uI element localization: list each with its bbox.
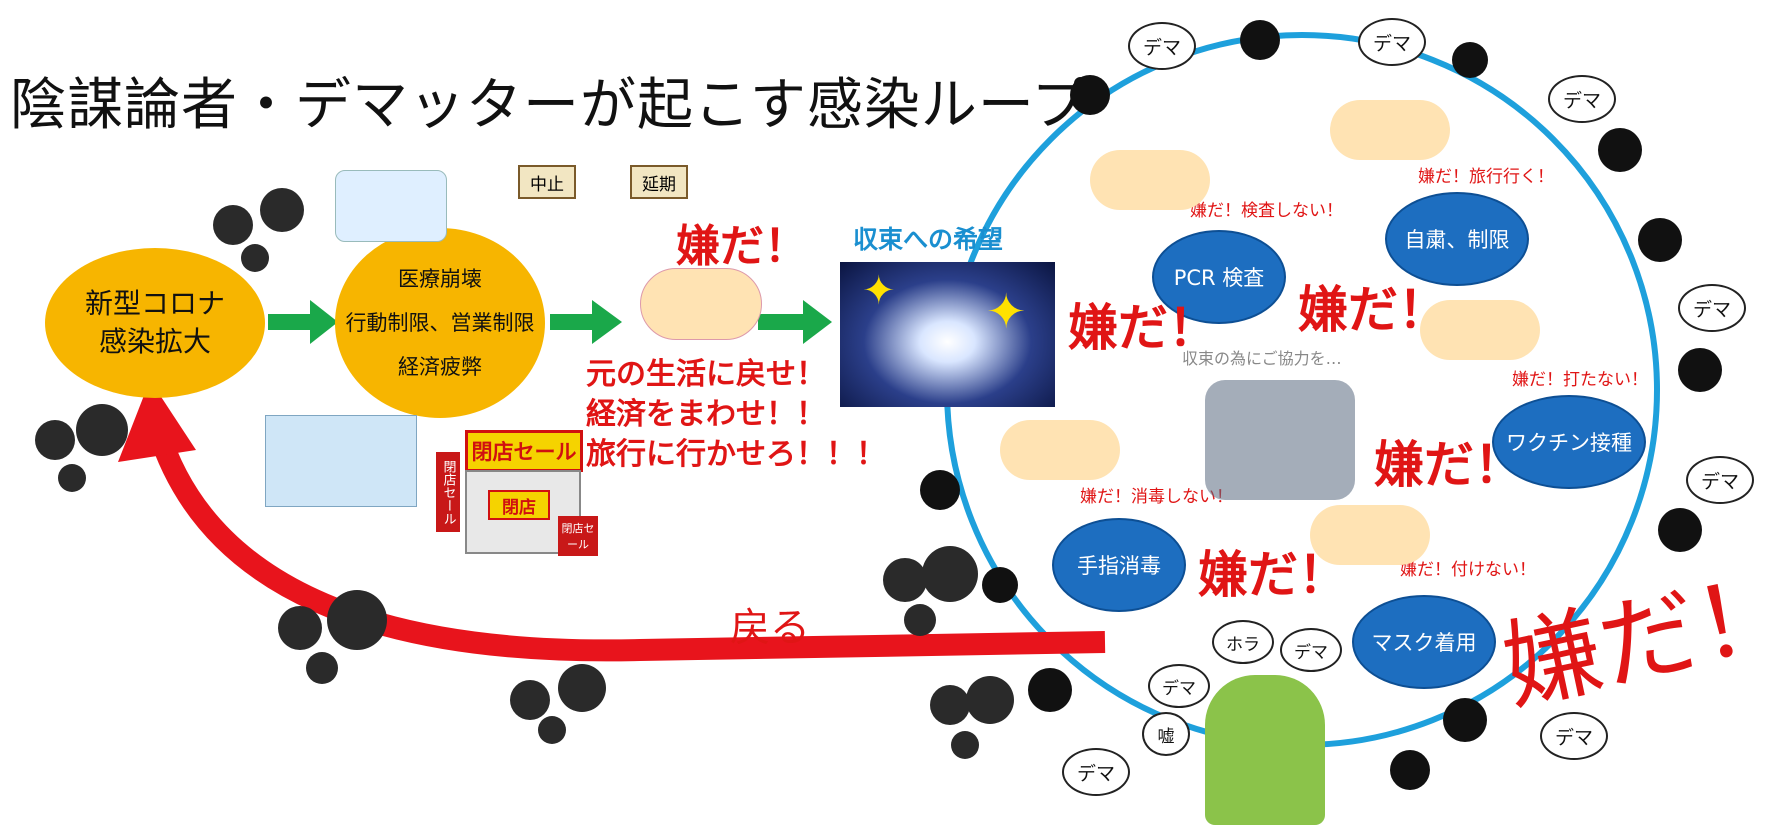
node-infection-spread: 新型コロナ 感染拡大 [45,248,265,398]
refusal-exclaim-1: 嫌だ！ [676,221,808,272]
shrugging-man-illustration [1205,675,1325,825]
shadow-figures [920,20,1722,790]
tantrum-person-illustration [640,268,762,340]
green-arrow-1-shaft [268,314,313,330]
measure-pcr: PCR 検査 [1152,230,1286,324]
cooperation-request: 収束の為にご協力を… [1182,349,1342,368]
shop-closed-sign: 閉店 [488,490,550,520]
refusal-disinfect: 嫌だ！消毒しない！ [1080,487,1233,507]
green-arrow-2-head [592,300,622,344]
sign-stop-text: 中止 [530,174,564,195]
sign-postpone: 延期 [630,165,688,199]
node-medical-collapse: 医療崩壊 行動制限、営業制限 経済疲弊 [335,228,545,418]
slogan-1: 元の生活に戻せ！ [586,357,826,392]
bubble-dema-4: デマ [1678,284,1746,332]
bubble-dema-5: デマ [1686,456,1754,504]
bubble-dema-7: デマ [1062,748,1130,796]
bubble-dema-9-text: デマ [1294,642,1328,663]
shop-side-sign: 閉店セール [558,516,598,556]
return-arrow-shaft [147,426,1106,662]
refusal-vaccine: 嫌だ！打たない！ [1512,370,1648,390]
bubble-dema-1-text: デマ [1142,36,1181,59]
bubble-dema-6-text: デマ [1554,726,1593,749]
measure-selfrestraint-text: 自粛、制限 [1404,228,1510,252]
return-label: 戻る [730,605,810,651]
tantrum-figure-4 [1000,420,1120,480]
refusal-travel: 嫌だ！旅行行く！ [1418,167,1554,187]
measure-vaccine: ワクチン接種 [1492,395,1646,489]
bubble-dema-8-text: デマ [1162,678,1196,699]
refusal-pcr: 嫌だ！検査しない！ [1190,201,1343,221]
tantrum-figure-5 [1310,505,1430,565]
spread-line-2: 感染拡大 [98,325,211,358]
measure-mask: マスク着用 [1352,595,1496,689]
tantrum-figure-3 [1420,300,1540,360]
slogan-2: 経済をまわせ！！ [586,397,826,432]
bubble-dema-2: デマ [1358,18,1426,66]
measure-hands-text: 手指消毒 [1077,554,1161,578]
sign-stop: 中止 [518,165,576,199]
bubble-dema-3: デマ [1548,75,1616,123]
refusal-exclaim-4: 嫌だ！ [1374,436,1524,494]
shop-side-text: 閉店セール [561,522,595,551]
shop-sale-banner: 閉店セール [465,430,583,472]
return-arrowhead [118,380,196,462]
tantrum-figure-1 [1090,150,1210,210]
shop-vertical-text: 閉店セール [440,459,456,525]
bubble-dema-4-text: デマ [1692,298,1731,321]
hope-label: 収束への希望 [853,225,1004,254]
measure-pcr-text: PCR 検査 [1173,266,1265,290]
shop-closed-text: 閉店 [502,497,536,518]
measure-mask-text: マスク着用 [1371,631,1477,655]
collapse-line-3: 経済疲弊 [398,355,482,379]
collapse-line-1: 医療崩壊 [398,267,482,291]
hospital-patient-illustration [335,170,447,242]
bubble-dema-6: デマ [1540,712,1608,760]
bubble-dema-1: デマ [1128,22,1196,70]
measure-vaccine-text: ワクチン接種 [1506,431,1632,455]
diagram-title: 陰謀論者・デマッターが起こす感染ループ [10,73,1089,138]
green-arrow-2-shaft [550,314,595,330]
refusal-exclaim-2: 嫌だ！ [1068,299,1218,357]
sparkle-icon-left: ✦ [862,268,896,314]
bubble-hora: ホラ [1212,620,1274,664]
sign-postpone-text: 延期 [642,174,676,195]
collapse-line-2: 行動制限、営業制限 [345,311,535,335]
green-arrow-1-head [310,300,338,344]
hope-door-image: ✦ ✦ [840,262,1055,407]
green-arrow-3-head [803,300,832,344]
spread-line-1: 新型コロナ [84,287,225,320]
bowing-officials-illustration [1205,380,1355,500]
bubble-dema-8: デマ [1148,664,1210,708]
bubble-uso-text: 嘘 [1157,726,1175,747]
bubble-dema-7-text: デマ [1076,762,1115,785]
bubble-hora-text: ホラ [1226,634,1260,655]
bubble-uso: 嘘 [1142,712,1190,756]
green-arrow-3-shaft [758,314,806,330]
bubble-dema-2-text: デマ [1372,32,1411,55]
measure-selfrestraint: 自粛、制限 [1385,192,1529,286]
virus-icons [35,188,1014,759]
bubble-dema-3-text: デマ [1562,89,1601,112]
sparkle-icon-right: ✦ [986,284,1027,340]
measure-hands: 手指消毒 [1052,518,1186,612]
tantrum-figure-2 [1330,100,1450,160]
shop-sale-text: 閉店セール [471,440,577,464]
refusal-mask: 嫌だ！付けない！ [1400,560,1536,580]
hospital-building-illustration [265,415,417,507]
bubble-dema-5-text: デマ [1700,470,1739,493]
shop-vertical-banner: 閉店セール [436,452,460,532]
slogans: 元の生活に戻せ！ 経済をまわせ！！ 旅行に行かせろ！！！ [586,355,886,475]
slogan-3: 旅行に行かせろ！！！ [586,437,886,472]
bubble-dema-9: デマ [1280,628,1342,672]
